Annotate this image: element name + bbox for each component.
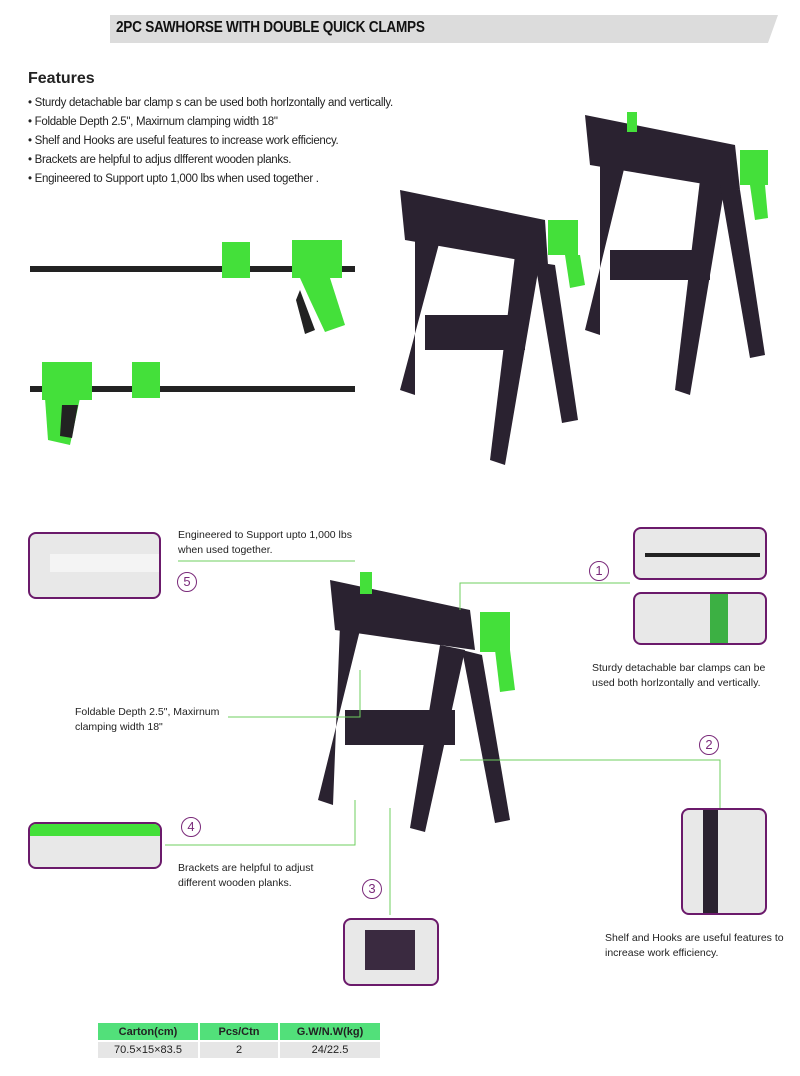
features-list: Sturdy detachable bar clamp s can be use… <box>28 94 394 189</box>
inset-photo-hooks <box>681 808 767 915</box>
bar-clamp-image <box>30 362 355 445</box>
table-header: Pcs/Ctn <box>200 1023 278 1040</box>
callout-text-foldable: Foldable Depth 2.5", Maxirnum clamping w… <box>75 706 220 733</box>
page-title: 2PC SAWHORSE WITH DOUBLE QUICK CLAMPS <box>116 19 425 36</box>
inset-photo-clamp-vertical <box>633 592 767 645</box>
inset-photo-shelf <box>343 918 439 986</box>
sawhorse-main-image <box>318 572 515 832</box>
callout-text-clamps: Sturdy detachable bar clamps can be used… <box>592 662 766 689</box>
features-heading: Features <box>28 70 95 87</box>
table-row: 70.5×15×83.5 2 24/22.5 <box>98 1042 380 1058</box>
table-header: G.W/N.W(kg) <box>280 1023 380 1040</box>
inset-photo-clamp-horizontal <box>633 527 767 580</box>
table-header: Carton(cm) <box>98 1023 198 1040</box>
table-cell: 2 <box>200 1042 278 1058</box>
callout-lines <box>165 560 721 915</box>
feature-item: Foldable Depth 2.5", Maxirnum clamping w… <box>28 113 393 132</box>
feature-item: Brackets are helpful to adjus dlfferent … <box>28 151 393 170</box>
inset-photo-brackets <box>28 822 162 869</box>
feature-item: Engineered to Support upto 1,000 lbs whe… <box>28 170 393 189</box>
table-cell: 70.5×15×83.5 <box>98 1042 198 1058</box>
callout-text-hooks: Shelf and Hooks are useful features to i… <box>605 932 784 959</box>
callout-number-1: 1 <box>589 561 609 581</box>
packing-table: Carton(cm) Pcs/Ctn G.W/N.W(kg) 70.5×15×8… <box>96 1021 382 1060</box>
feature-item: Shelf and Hooks are useful features to i… <box>28 132 393 151</box>
feature-item: Sturdy detachable bar clamp s can be use… <box>28 94 394 113</box>
sawhorse-pair-image <box>400 112 768 465</box>
callout-number-5: 5 <box>177 572 197 592</box>
bar-clamp-image <box>30 240 355 334</box>
title-bar <box>110 15 778 43</box>
callout-number-2: 2 <box>699 735 719 755</box>
callout-number-3: 3 <box>362 879 382 899</box>
table-cell: 24/22.5 <box>280 1042 380 1058</box>
callout-text-support: Engineered to Support upto 1,000 lbs whe… <box>178 529 352 556</box>
callout-number-4: 4 <box>181 817 201 837</box>
table-header-row: Carton(cm) Pcs/Ctn G.W/N.W(kg) <box>98 1023 380 1040</box>
callout-text-brackets: Brackets are helpful to adjust different… <box>178 862 314 889</box>
inset-photo-support <box>28 532 161 599</box>
